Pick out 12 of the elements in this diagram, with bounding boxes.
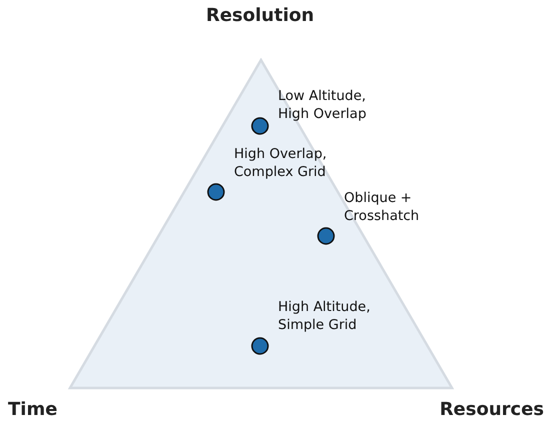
point-label: High Altitude, Simple Grid: [278, 298, 372, 334]
point-label: Low Altitude, High Overlap: [278, 87, 368, 123]
axis-label: Resolution: [206, 5, 314, 26]
data-point: [317, 227, 335, 245]
axis-label: Time: [8, 399, 58, 420]
axis-label: Resources: [440, 399, 544, 420]
point-label: High Overlap, Complex Grid: [234, 145, 328, 181]
data-point: [251, 117, 269, 135]
point-label: Oblique + Crosshatch: [344, 189, 420, 225]
data-point: [251, 337, 269, 355]
triangle-area: [68, 58, 454, 390]
data-point: [207, 183, 225, 201]
